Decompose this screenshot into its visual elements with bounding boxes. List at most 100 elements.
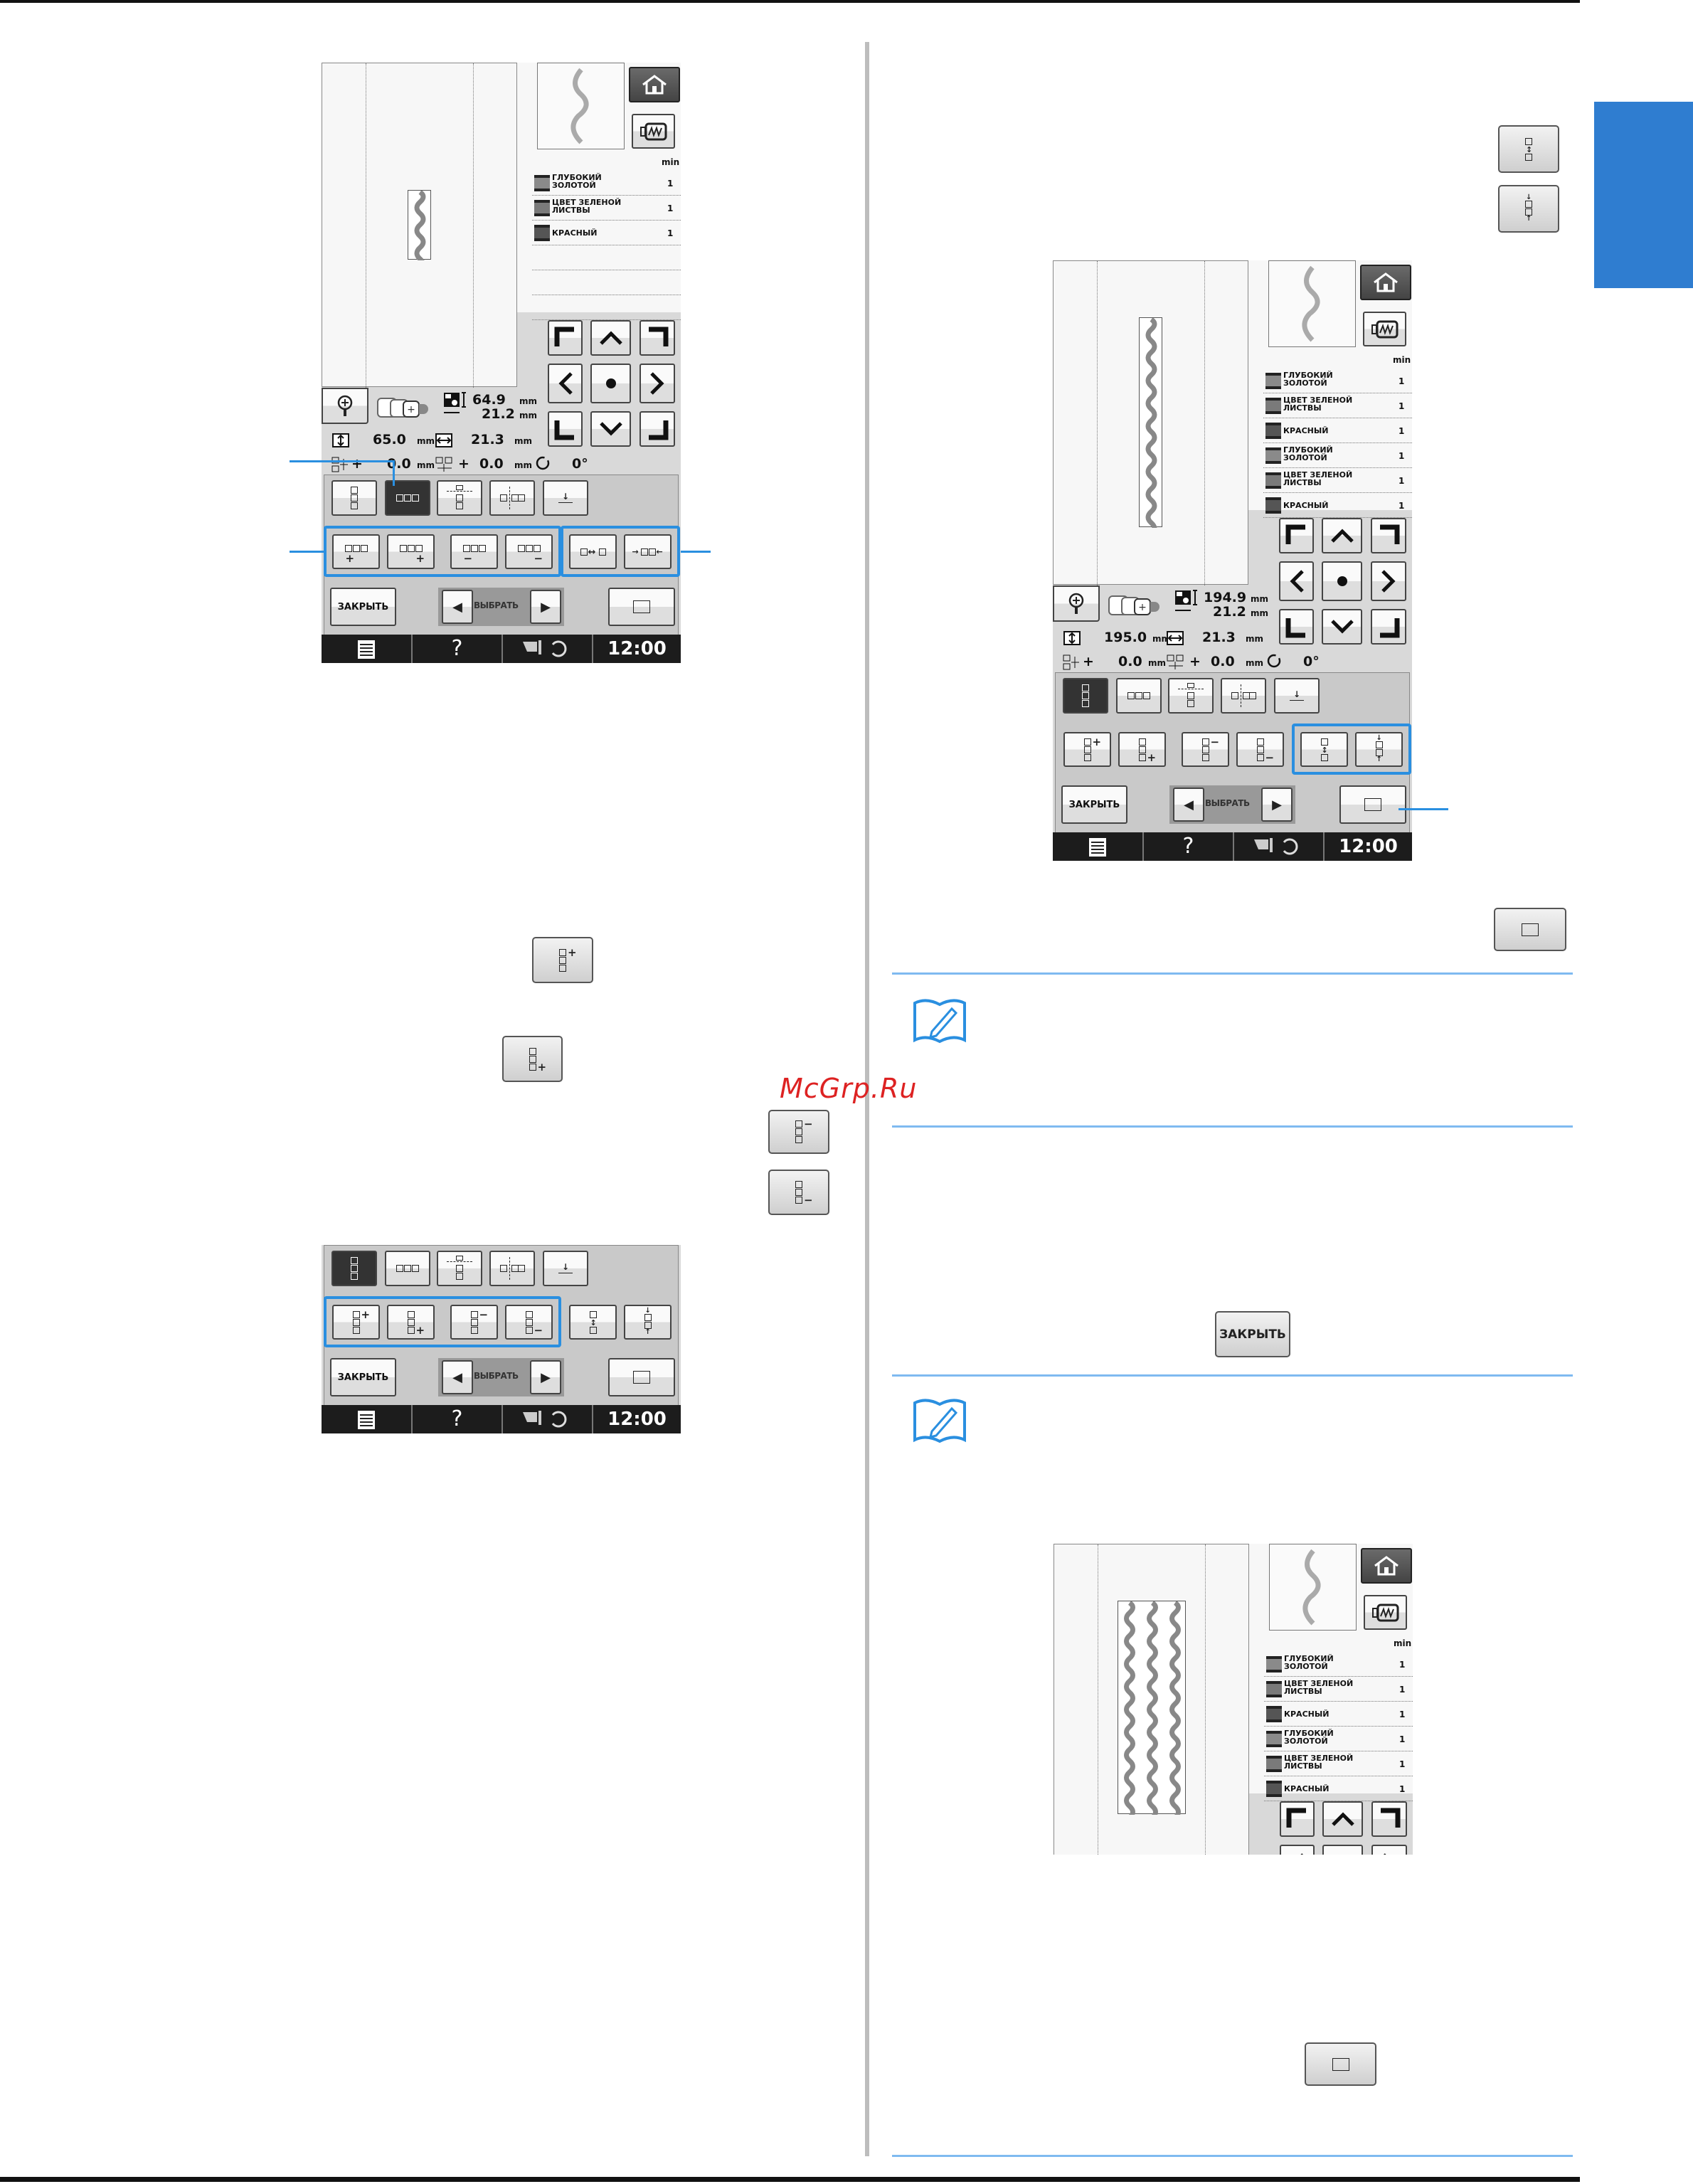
single-pattern-button[interactable]: [1305, 2042, 1376, 2086]
document-button[interactable]: [322, 635, 411, 663]
v-plus-tr-button[interactable]: +: [332, 1305, 380, 1340]
move-left-button[interactable]: [548, 364, 583, 403]
close-button[interactable]: ЗАКРЫТЬ: [330, 588, 396, 626]
single-pattern-button[interactable]: [1339, 785, 1406, 824]
home-button[interactable]: [629, 67, 680, 102]
move-left-button[interactable]: [1280, 1845, 1315, 1855]
v-plus-br-button[interactable]: +: [1118, 732, 1166, 767]
tab-mirror-h[interactable]: [489, 1251, 535, 1286]
presser-foot-button[interactable]: [1234, 832, 1323, 861]
document-button[interactable]: [1053, 832, 1142, 861]
tab-mirror-h[interactable]: [489, 480, 535, 516]
move-up-right-button[interactable]: [1371, 1801, 1407, 1837]
tab-mirror-v[interactable]: [437, 480, 482, 516]
h-plus-bl-button[interactable]: +: [332, 534, 380, 569]
h-minus-bl-button[interactable]: −: [450, 534, 498, 569]
home-button[interactable]: [1361, 1548, 1412, 1584]
v-spread-button[interactable]: ↕: [1300, 732, 1348, 767]
help-button[interactable]: ?: [1144, 832, 1233, 861]
tab-h[interactable]: [385, 1251, 430, 1286]
remove-top-button[interactable]: −: [768, 1110, 829, 1154]
help-button[interactable]: ?: [413, 635, 501, 663]
document-button[interactable]: [322, 1405, 411, 1433]
h-plus-br-button[interactable]: +: [387, 534, 435, 569]
move-right-button[interactable]: [1371, 561, 1406, 601]
add-bottom-button[interactable]: +: [502, 1036, 563, 1082]
move-center-button[interactable]: [590, 364, 631, 403]
select-prev-button[interactable]: ◀: [1173, 788, 1204, 822]
presser-foot-button[interactable]: [503, 1405, 592, 1433]
spread-vertical-button[interactable]: ↕: [1498, 125, 1559, 173]
tab-h[interactable]: [385, 480, 430, 516]
h-spread-button[interactable]: ↔: [569, 534, 617, 569]
column-divider: [865, 42, 869, 2156]
single-pattern-button[interactable]: [608, 1358, 675, 1396]
move-down-left-button[interactable]: [548, 411, 583, 447]
tab-v[interactable]: [331, 480, 377, 516]
tab-h[interactable]: [1116, 678, 1162, 714]
select-next-button[interactable]: ▶: [530, 590, 561, 624]
v-minus-tr-button[interactable]: −: [450, 1305, 498, 1340]
v-minus-br-button[interactable]: −: [505, 1305, 553, 1340]
tab-mirror-h[interactable]: [1221, 678, 1266, 714]
close-button[interactable]: ЗАКРЫТЬ: [330, 1358, 396, 1396]
move-left-icon: [1289, 570, 1304, 593]
tab-v[interactable]: [1063, 678, 1108, 714]
move-right-button[interactable]: [639, 364, 675, 403]
close-button[interactable]: ЗАКРЫТЬ: [1215, 1311, 1290, 1357]
embroidery-frame-button[interactable]: [632, 114, 675, 149]
move-right-button[interactable]: [1371, 1845, 1407, 1855]
move-left-button[interactable]: [1279, 561, 1314, 601]
move-down-right-button[interactable]: [1371, 609, 1406, 645]
v-shrink-button[interactable]: ↓↑: [624, 1305, 672, 1340]
move-up-button[interactable]: [1322, 1801, 1363, 1837]
move-center-button[interactable]: [1322, 1845, 1363, 1855]
select-prev-button[interactable]: ◀: [442, 590, 473, 624]
move-up-right-button[interactable]: [639, 320, 675, 356]
move-up-right-button[interactable]: [1371, 518, 1406, 553]
v-plus-br-button[interactable]: +: [387, 1305, 435, 1340]
embroidery-frame-button[interactable]: [1363, 312, 1406, 346]
close-button[interactable]: ЗАКРЫТЬ: [1061, 785, 1127, 824]
tab-mirror-v[interactable]: [1168, 678, 1214, 714]
remove-bottom-button[interactable]: −: [768, 1170, 829, 1215]
h-shrink-button[interactable]: →←: [624, 534, 672, 569]
zoom-button[interactable]: [1053, 585, 1100, 622]
move-down-right-button[interactable]: [639, 411, 675, 447]
select-next-button[interactable]: ▶: [1261, 788, 1293, 822]
move-up-button[interactable]: [590, 320, 631, 356]
tab-v[interactable]: [331, 1251, 377, 1286]
move-up-button[interactable]: [1322, 518, 1362, 553]
close-label: ЗАКРЫТЬ: [1068, 799, 1120, 810]
v-minus-br-button[interactable]: −: [1236, 732, 1284, 767]
move-down-button[interactable]: [1322, 609, 1362, 645]
home-button[interactable]: [1360, 265, 1411, 300]
embroidery-frame-button[interactable]: [1364, 1595, 1407, 1630]
tab-down[interactable]: ↓: [543, 1251, 588, 1286]
shrink-vertical-button[interactable]: ↓↑: [1498, 185, 1559, 233]
move-up-left-button[interactable]: [1279, 518, 1314, 553]
h-minus-br-button[interactable]: −: [505, 534, 553, 569]
select-next-button[interactable]: ▶: [530, 1360, 561, 1394]
help-button[interactable]: ?: [413, 1405, 501, 1433]
move-center-button[interactable]: [1322, 561, 1362, 601]
move-up-left-button[interactable]: [1280, 1801, 1315, 1837]
select-prev-button[interactable]: ◀: [442, 1360, 473, 1394]
v-plus-tr-button[interactable]: +: [1063, 732, 1111, 767]
single-pattern-button[interactable]: [608, 588, 675, 626]
tab-mirror-v[interactable]: [437, 1251, 482, 1286]
tab-down[interactable]: ↓: [543, 480, 588, 516]
presser-foot-button[interactable]: [503, 635, 592, 663]
single-pattern-button[interactable]: [1494, 908, 1566, 951]
move-down-left-button[interactable]: [1279, 609, 1314, 645]
zoom-button[interactable]: [322, 388, 368, 424]
home-icon: [1374, 272, 1398, 292]
tab-down[interactable]: ↓: [1274, 678, 1320, 714]
v-minus-tr-button[interactable]: −: [1182, 732, 1229, 767]
v-shrink-button[interactable]: ↓↑: [1355, 732, 1403, 767]
move-down-button[interactable]: [590, 411, 631, 447]
move-up-left-button[interactable]: [548, 320, 583, 356]
v-spread-button[interactable]: ↕: [569, 1305, 617, 1340]
add-top-button[interactable]: +: [532, 937, 593, 983]
